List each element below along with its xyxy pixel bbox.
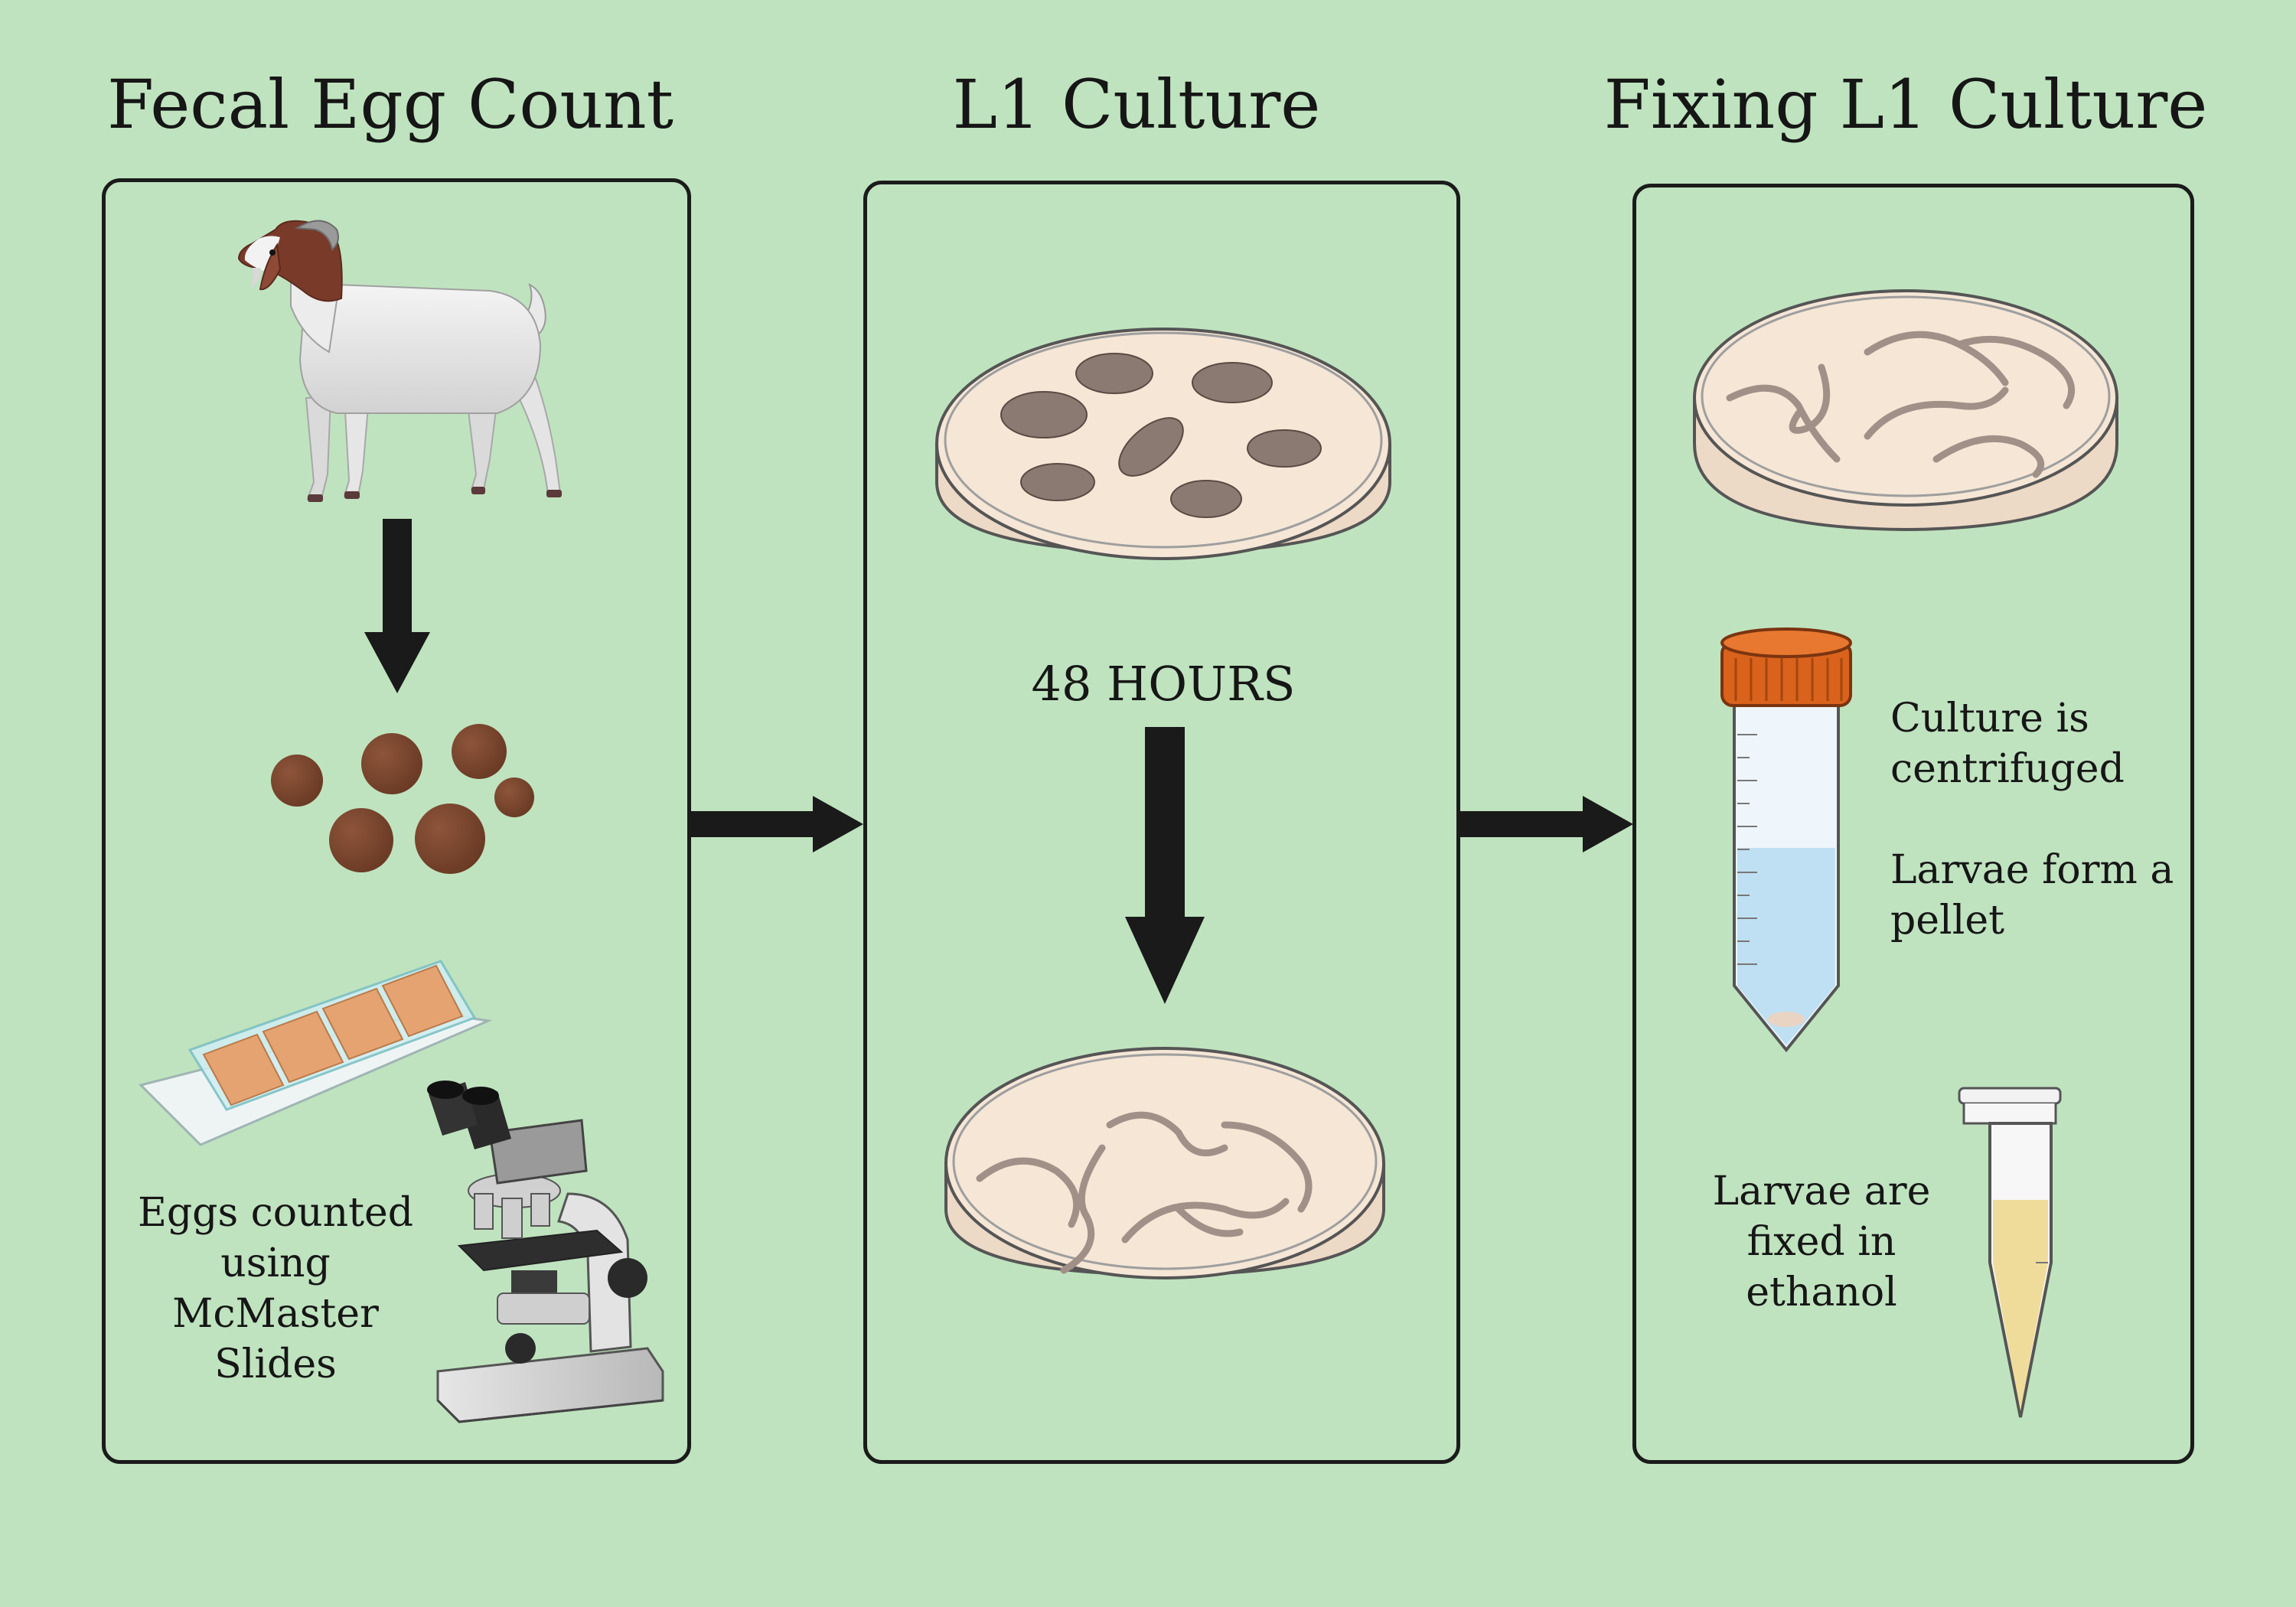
ethanol-tube <box>1958 1087 2062 1418</box>
panel-fecal-egg-count <box>102 178 691 1464</box>
fixed-line-1: Larvae are <box>1712 1169 1931 1214</box>
eggs-counted-line-4: Slides <box>214 1341 337 1387</box>
petri-dish-larvae <box>944 1047 1385 1279</box>
arrow-right-2 <box>1460 796 1633 852</box>
petri-dish-larvae-fixing <box>1693 289 2118 532</box>
panel-l1-culture <box>863 181 1460 1464</box>
eggs-counted-line-3: McMaster <box>172 1291 379 1337</box>
petri-dish-feces <box>935 328 1391 560</box>
arrow-down-48h <box>1125 727 1205 1004</box>
centrifuged-line-1: Culture is <box>1890 696 2089 742</box>
eggs-counted-line-2: using <box>220 1240 331 1286</box>
title-fixing-l1-culture: Fixing L1 Culture <box>1603 65 2208 144</box>
centrifuged-label: Culture is centrifuged <box>1890 693 2181 794</box>
fecal-pellets <box>271 724 534 874</box>
title-fecal-egg-count: Fecal Egg Count <box>106 65 674 144</box>
fixed-line-3: ethanol <box>1746 1270 1897 1315</box>
eggs-counted-label: Eggs counted using McMaster Slides <box>115 1188 436 1390</box>
arrow-down-goat-to-feces <box>364 519 430 693</box>
panel-fixing-l1-culture <box>1632 184 2194 1464</box>
mcmaster-slide <box>139 960 493 1146</box>
pellet-label: Larvae form a pellet <box>1890 845 2189 946</box>
microscope <box>427 1081 664 1423</box>
fixed-line-2: fixed in <box>1746 1219 1896 1265</box>
goat-illustration <box>237 220 562 502</box>
hours-label: 48 HOURS <box>1031 656 1296 712</box>
centrifuge-tube <box>1720 627 1852 1053</box>
centrifuged-line-2: centrifuged <box>1890 746 2125 792</box>
pellet-line-1: Larvae form a <box>1890 847 2174 893</box>
arrow-right-1 <box>691 796 863 852</box>
pellet-line-2: pellet <box>1890 898 2004 944</box>
title-l1-culture: L1 Culture <box>952 65 1321 144</box>
fixed-label: Larvae are fixed in ethanol <box>1691 1166 1952 1318</box>
eggs-counted-line-1: Eggs counted <box>137 1190 414 1236</box>
